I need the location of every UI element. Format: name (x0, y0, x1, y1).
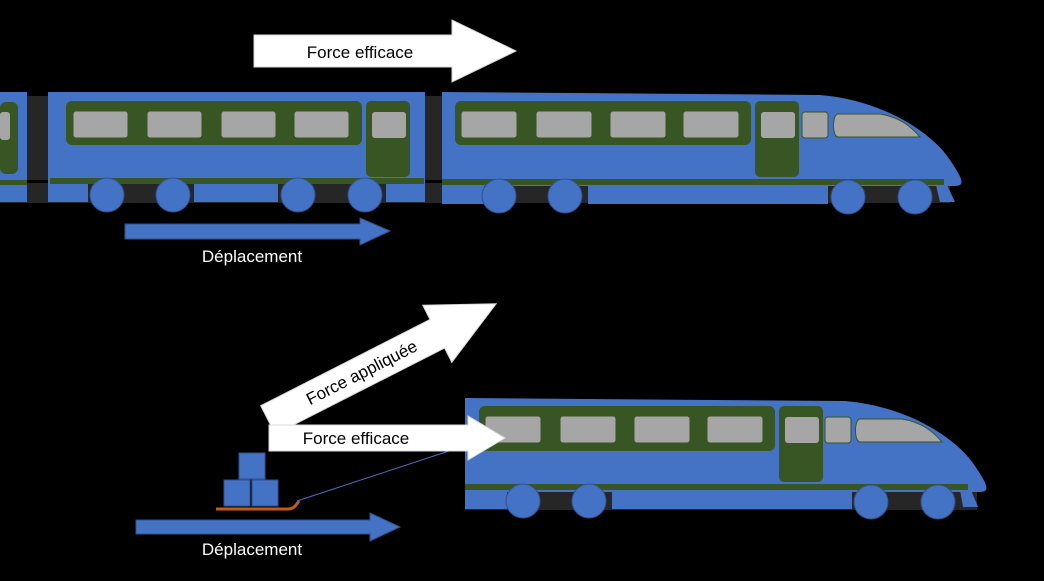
cab-window (855, 418, 944, 443)
displacement-arrow: Déplacement (124, 217, 392, 266)
displacement-arrow-bottom: Déplacement (135, 512, 402, 559)
effective-force-label-bottom: Force efficace (303, 429, 409, 448)
effective-force-label: Force efficace (307, 43, 413, 62)
sled (216, 449, 453, 511)
tow-rope (296, 449, 453, 502)
box (238, 452, 266, 480)
cab-window (833, 113, 922, 138)
coupler (26, 96, 50, 180)
applied-force-label: Force appliquée (303, 337, 420, 409)
wheels (505, 483, 956, 520)
wheels (89, 177, 933, 215)
bottom-locomotive (465, 398, 987, 520)
locomotive (442, 92, 962, 204)
effective-force-arrow: Force efficace (253, 19, 518, 83)
train-car (48, 92, 425, 202)
coupler (424, 96, 444, 180)
displacement-label-bottom: Déplacement (202, 540, 302, 559)
box (251, 479, 279, 507)
box (223, 479, 251, 507)
effective-force-arrow-bottom: Force efficace (268, 415, 506, 461)
train-car-partial (0, 92, 27, 202)
displacement-label: Déplacement (202, 247, 302, 266)
top-train (0, 92, 962, 215)
